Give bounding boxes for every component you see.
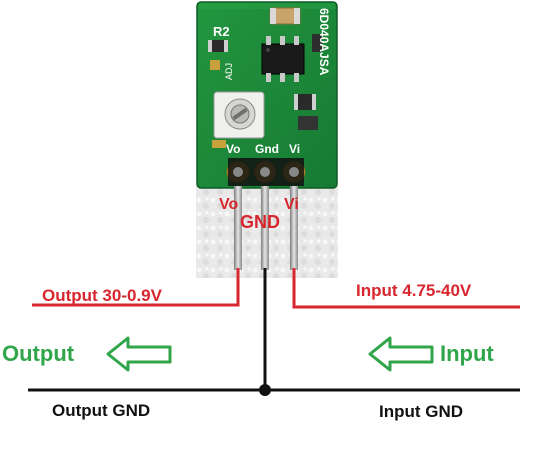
inductor-component <box>294 94 316 110</box>
silk-adj: ADJ <box>224 63 234 80</box>
output-arrow-icon <box>106 336 172 372</box>
resistor-r2 <box>208 40 228 52</box>
pin-label-vi: Vi <box>284 196 299 213</box>
pin-label-vo: Vo <box>219 196 239 213</box>
input-voltage-wire <box>292 268 520 309</box>
output-gnd-label: Output GND <box>52 401 151 420</box>
output-label: Output <box>2 341 75 366</box>
pin-gnd <box>261 186 269 270</box>
input-gnd-label: Input GND <box>379 402 464 421</box>
silk-pin-gnd: Gnd <box>255 142 279 156</box>
input-voltage-label: Input 4.75-40V <box>356 281 472 300</box>
input-arrow-icon <box>368 336 434 372</box>
silk-part-number: 6D040AJSA <box>317 8 331 76</box>
pin-label-gnd: GND <box>240 212 280 232</box>
pin-vi <box>290 186 298 270</box>
silk-pin-vo: Vo <box>226 142 240 156</box>
output-voltage-label: Output 30-0.9V <box>42 286 162 305</box>
output-voltage-wire <box>32 268 240 307</box>
silk-pin-vi: Vi <box>289 142 300 156</box>
ground-junction <box>259 384 271 396</box>
silk-r2: R2 <box>213 24 230 39</box>
pin-vo <box>234 186 242 270</box>
input-label: Input <box>440 341 494 366</box>
